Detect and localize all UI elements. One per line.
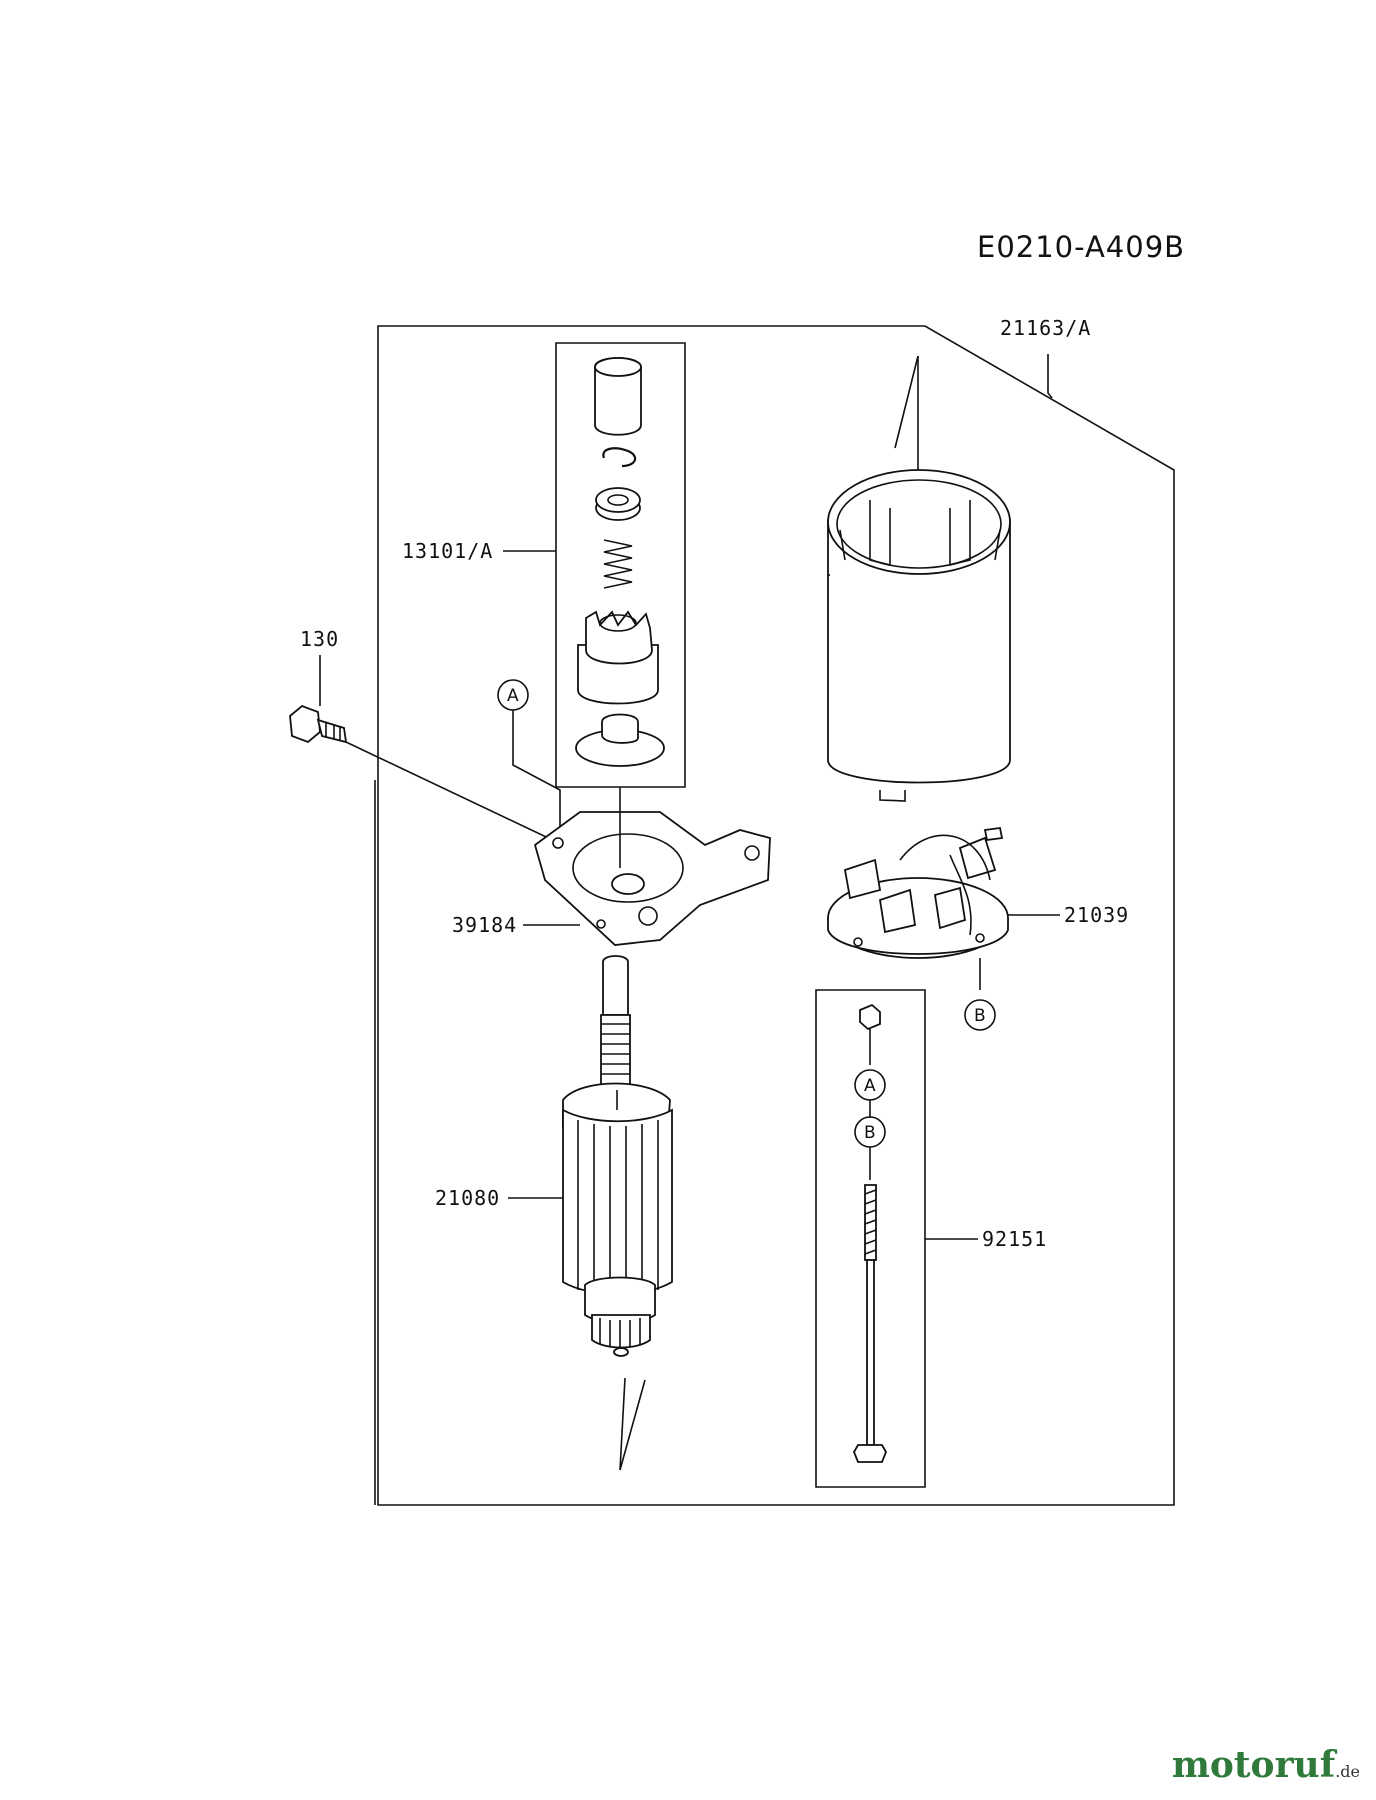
label-130: 130: [300, 627, 339, 651]
label-92151: 92151: [982, 1227, 1047, 1251]
leader-21163-a: [1047, 354, 1053, 399]
ref-b-lower-label: B: [864, 1123, 876, 1143]
break-line: [619, 1377, 626, 1471]
ref-a-upper-label: A: [507, 686, 519, 706]
watermark-logo: motoruf.de: [1172, 1744, 1360, 1786]
bolt-130: [289, 704, 348, 744]
drive-components: [575, 357, 665, 767]
ref-b-upper: B: [964, 999, 996, 1031]
assembly-frame: [377, 325, 1175, 1506]
ref-b-upper-label: B: [974, 1006, 986, 1026]
diagram-code: E0210-A409B: [977, 230, 1185, 264]
drive-kit-box: [555, 342, 686, 788]
through-bolt-box: [815, 989, 926, 1488]
ref-a-lower-label: A: [864, 1076, 876, 1096]
through-bolt-92151: [853, 1003, 887, 1463]
leader-ref-a-upper: [512, 710, 561, 830]
break-line: [619, 1379, 646, 1471]
break-line: [894, 355, 919, 449]
ref-a-upper: A: [497, 679, 529, 711]
bracket-39184: [533, 811, 771, 946]
label-21039: 21039: [1064, 903, 1129, 927]
armature-21080: [562, 955, 673, 1357]
brush-plate-21039: [827, 826, 1009, 959]
label-39184: 39184: [452, 913, 517, 937]
watermark-name: motoruf: [1171, 1744, 1336, 1786]
label-13101-a: 13101/A: [402, 539, 493, 563]
watermark-tld: .de: [1335, 1762, 1360, 1781]
label-21163-a: 21163/A: [1000, 316, 1091, 340]
label-21080: 21080: [435, 1186, 500, 1210]
housing-21163-a: [827, 469, 1011, 802]
